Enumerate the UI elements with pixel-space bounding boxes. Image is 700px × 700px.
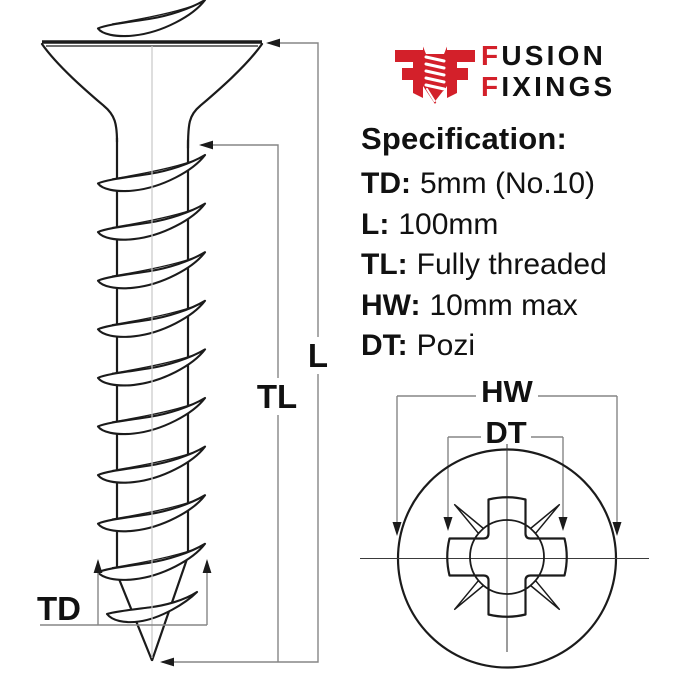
screw-side-view-diagram: L TL TD [37,0,329,667]
arrowhead [558,517,568,531]
spec-value: 5mm (No.10) [419,167,596,200]
logo-word1-initial: F [481,40,502,71]
arrowhead [93,559,103,573]
specification-heading: Specification: [361,121,568,156]
drive-dimension-label: DT [485,415,526,450]
screw-head-top-view-diagram: HW DT [360,374,649,669]
spec-label: DT: [361,329,408,362]
arrowhead [266,38,280,48]
head-dimension-lines [392,395,622,536]
countersunk-head [40,40,264,150]
spec-label: TL: [361,248,408,281]
logo-word1-rest: USION [501,40,606,71]
head-centerlines [360,444,649,652]
spec-row-thread-diameter: TD:5mm (No.10) [361,164,696,205]
logo-f-right [447,50,475,98]
logo-word-fusion: FUSION [481,40,615,72]
pozi-center-circle [469,519,545,595]
logo-word2-initial: F [481,70,502,102]
length-dimension-label: L [308,337,328,374]
logo-word-fixings: FIXINGS [481,70,616,103]
arrowhead [392,522,402,536]
arrowhead [160,657,174,667]
thread-diameter-dimension-label: TD [37,590,81,627]
dimension-line-L [162,42,319,663]
spec-row-thread-length: TL:Fully threaded [361,245,696,286]
spec-label: TD: [361,167,411,200]
spec-value: Pozi [416,329,476,362]
arrowhead [612,522,622,536]
arrowhead [443,517,453,531]
thread-turn-tip [105,590,199,624]
head-width-dimension-label: HW [481,374,533,409]
spec-row-head-width: HW:10mm max [361,286,696,327]
spec-label: L: [361,207,390,241]
fusion-fixings-logo-icon [395,40,475,104]
spec-label: HW: [361,288,421,322]
logo-wordmark: FUSION FIXINGS [481,40,616,103]
spec-value: 100mm [398,207,499,241]
spec-row-length: L:100mm [361,205,696,246]
pozi-identification-marks [453,503,561,611]
logo-screw-glyph [422,40,448,104]
logo-word2-rest: IXINGS [501,70,616,102]
arrowhead [202,559,212,573]
specification-section: Specification: TD:5mm (No.10) L:100mm TL… [361,121,696,367]
spec-value: Fully threaded [416,248,607,281]
spec-row-drive-type: DT:Pozi [361,326,696,367]
thread-helix [96,0,207,624]
logo-f-left [395,50,423,98]
thread-length-dimension-label: TL [257,378,297,415]
dimension-lines [40,38,319,667]
pozi-drive-recess [446,496,568,618]
screw-outline [40,0,264,662]
pozi-outer-cross [446,496,568,618]
arrowhead [199,140,213,150]
spec-value: 10mm max [429,288,578,322]
dimension-line-TL [201,144,279,662]
dimension-line-HW [396,395,618,522]
dimension-line-DT [447,436,564,517]
